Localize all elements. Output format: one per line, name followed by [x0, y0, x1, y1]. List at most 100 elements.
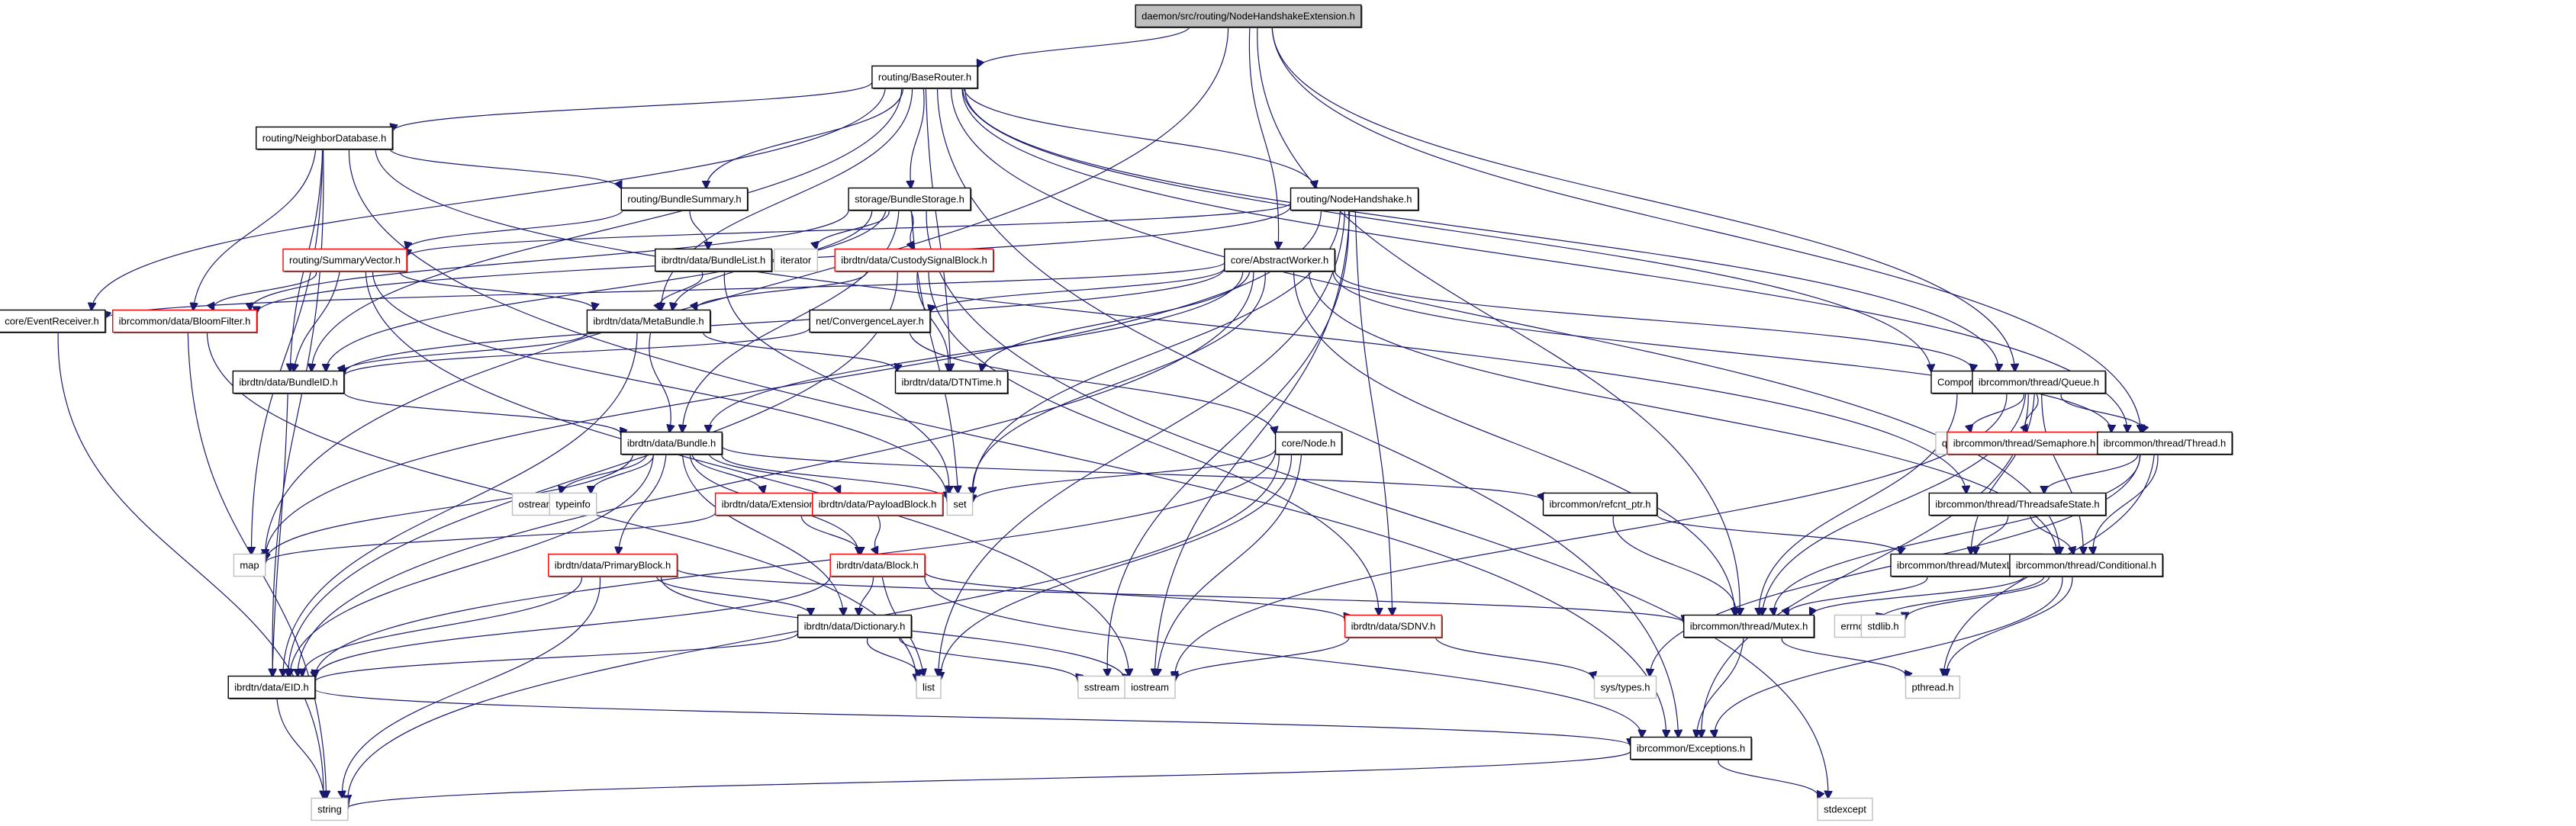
edge-nodehandshake-to-list	[939, 210, 1345, 677]
node-bundlelist[interactable]: ibrdtn/data/BundleList.h	[655, 248, 773, 273]
node-thread[interactable]: ibrcommon/thread/Thread.h	[2097, 431, 2233, 456]
node-label: list	[923, 682, 935, 693]
node-box	[871, 65, 978, 89]
node-box	[916, 675, 942, 699]
node-box	[1274, 431, 1343, 455]
edge-bundleid-to-eid	[272, 393, 288, 677]
node-semaphore[interactable]: ibrcommon/thread/Semaphore.h	[1946, 431, 2103, 456]
edge-neighbordb-to-eid	[272, 149, 324, 677]
node-iterator: iterator	[774, 248, 818, 272]
node-bundlesummary[interactable]: routing/BundleSummary.h	[620, 187, 749, 212]
node-primaryblock[interactable]: ibrdtn/data/PrimaryBlock.h	[548, 553, 678, 578]
node-label: ibrdtn/data/BundleID.h	[239, 377, 337, 388]
node-mutex[interactable]: ibrcommon/thread/Mutex.h	[1682, 614, 1815, 639]
node-label: routing/NeighborDatabase.h	[262, 133, 387, 144]
node-box	[232, 370, 345, 394]
node-label: routing/BaseRouter.h	[878, 72, 971, 83]
node-root[interactable]: daemon/src/routing/NodeHandshakeExtensio…	[1135, 4, 1363, 29]
node-label: routing/SummaryVector.h	[289, 255, 401, 266]
node-eventreceiver[interactable]: core/EventReceiver.h	[0, 309, 107, 334]
node-label: ibrdtn/data/DTNTime.h	[901, 377, 1001, 388]
node-nodehandshake[interactable]: routing/NodeHandshake.h	[1290, 187, 1420, 212]
node-dtntime[interactable]: ibrdtn/data/DTNTime.h	[894, 370, 1009, 395]
edge-thread-to-conditional	[2093, 454, 2159, 554]
edge-custodysignal-to-dtntime	[916, 271, 948, 371]
edge-sdnv-to-systypes	[1435, 637, 1594, 680]
node-box	[1077, 675, 1126, 699]
edge-bundle-to-extensionblock	[691, 454, 764, 493]
node-neighbordb[interactable]: routing/NeighborDatabase.h	[256, 126, 394, 151]
edge-eid-to-exceptions	[314, 688, 1631, 745]
node-box	[1946, 431, 2102, 455]
node-threadsafestate[interactable]: ibrcommon/thread/ThreadsafeState.h	[1928, 492, 2107, 517]
node-dictionary[interactable]: ibrdtn/data/Dictionary.h	[797, 614, 913, 639]
node-box	[1344, 614, 1443, 638]
node-metabundle[interactable]: ibrdtn/data/MetaBundle.h	[586, 309, 712, 334]
node-extensionblock[interactable]: ibrdtn/data/ExtensionBlock.h	[714, 492, 855, 517]
edge-abstractworker-to-convergence	[930, 268, 1225, 313]
node-label: daemon/src/routing/NodeHandshakeExtensio…	[1141, 11, 1355, 22]
edge-nodehandshake-to-sstream	[1107, 210, 1350, 677]
edge-baserouter-to-eventreceiver	[92, 88, 886, 310]
node-eid[interactable]: ibrdtn/data/EID.h	[227, 675, 317, 700]
edge-conditional-to-pthread	[1946, 576, 2073, 677]
edge-nodehandshake-to-bloomfilter	[256, 205, 1292, 314]
edge-custodysignal-to-eid	[288, 271, 898, 677]
node-label: string	[317, 804, 342, 815]
edge-baserouter-to-thread	[961, 88, 2127, 432]
node-bundle[interactable]: ibrdtn/data/Bundle.h	[620, 431, 723, 456]
edge-dictionary-to-list	[866, 637, 917, 677]
node-custodysignal[interactable]: ibrdtn/data/CustodySignalBlock.h	[834, 248, 995, 273]
node-conditional[interactable]: ibrcommon/thread/Conditional.h	[2009, 553, 2164, 578]
node-summaryvector[interactable]: routing/SummaryVector.h	[282, 248, 408, 273]
node-box	[233, 553, 266, 577]
edge-bundlesummary-to-summaryvector	[407, 210, 623, 249]
node-label: ostream	[519, 499, 555, 510]
node-bundlestorage[interactable]: storage/BundleStorage.h	[848, 187, 972, 212]
edge-bundle-to-refcnt	[721, 446, 1543, 500]
edge-eid-to-string	[276, 698, 324, 799]
node-sdnv[interactable]: ibrdtn/data/SDNV.h	[1344, 614, 1443, 639]
node-label: ibrdtn/data/CustodySignalBlock.h	[841, 255, 987, 266]
node-systypes: sys/types.h	[1593, 675, 1657, 699]
edge-bundle-to-eid	[290, 454, 654, 677]
edge-root-to-map	[266, 27, 1229, 557]
node-label: map	[240, 560, 259, 571]
edge-primaryblock-to-mutex	[676, 568, 1684, 623]
node-box	[620, 431, 723, 455]
node-convergence[interactable]: net/ConvergenceLayer.h	[809, 309, 932, 334]
node-label: ibrdtn/data/SDNV.h	[1351, 621, 1436, 632]
edge-convergence-to-node	[909, 332, 1276, 434]
node-queueh[interactable]: ibrcommon/thread/Queue.h	[1972, 370, 2107, 395]
node-payloadblock[interactable]: ibrdtn/data/PayloadBlock.h	[811, 492, 944, 517]
node-bloomfilter[interactable]: ibrcommon/data/BloomFilter.h	[111, 309, 258, 334]
edge-custodysignal-to-metabundle	[697, 271, 867, 310]
node-box	[256, 126, 394, 150]
node-block[interactable]: ibrdtn/data/Block.h	[829, 553, 926, 578]
edge-threadsafestate-to-mutexlock	[1975, 515, 2009, 554]
node-box	[655, 248, 773, 272]
edge-bundlesummary-to-bundlelist	[689, 210, 708, 249]
edge-bundlestorage-to-bundleid	[326, 210, 873, 371]
node-refcnt[interactable]: ibrcommon/refcnt_ptr.h	[1542, 492, 1659, 517]
edge-block-to-sdnv	[924, 570, 1345, 620]
node-label: sstream	[1084, 682, 1119, 693]
node-label: ibrcommon/thread/Queue.h	[1979, 377, 2099, 388]
edge-component-to-mutex	[1759, 393, 1958, 615]
node-label: core/EventReceiver.h	[5, 316, 99, 327]
edge-node-to-iostream	[1157, 454, 1302, 677]
node-box	[0, 309, 106, 333]
edge-mutexlock-to-mutex	[1788, 576, 1927, 615]
node-label: ibrdtn/data/Dictionary.h	[804, 621, 906, 632]
node-abstractworker[interactable]: core/AbstractWorker.h	[1224, 248, 1336, 273]
node-baserouter[interactable]: routing/BaseRouter.h	[871, 65, 979, 90]
node-exceptions[interactable]: ibrcommon/Exceptions.h	[1630, 736, 1753, 761]
edge-metabundle-to-dtntime	[703, 332, 897, 371]
edge-neighbordb-to-exceptions	[348, 149, 1666, 738]
edge-baserouter-to-queueh	[964, 88, 1998, 371]
node-label: routing/BundleSummary.h	[627, 194, 741, 205]
edge-bundleid-to-bundle	[343, 391, 621, 435]
node-bundleid[interactable]: ibrdtn/data/BundleID.h	[232, 370, 346, 395]
node-node[interactable]: core/Node.h	[1274, 431, 1343, 456]
